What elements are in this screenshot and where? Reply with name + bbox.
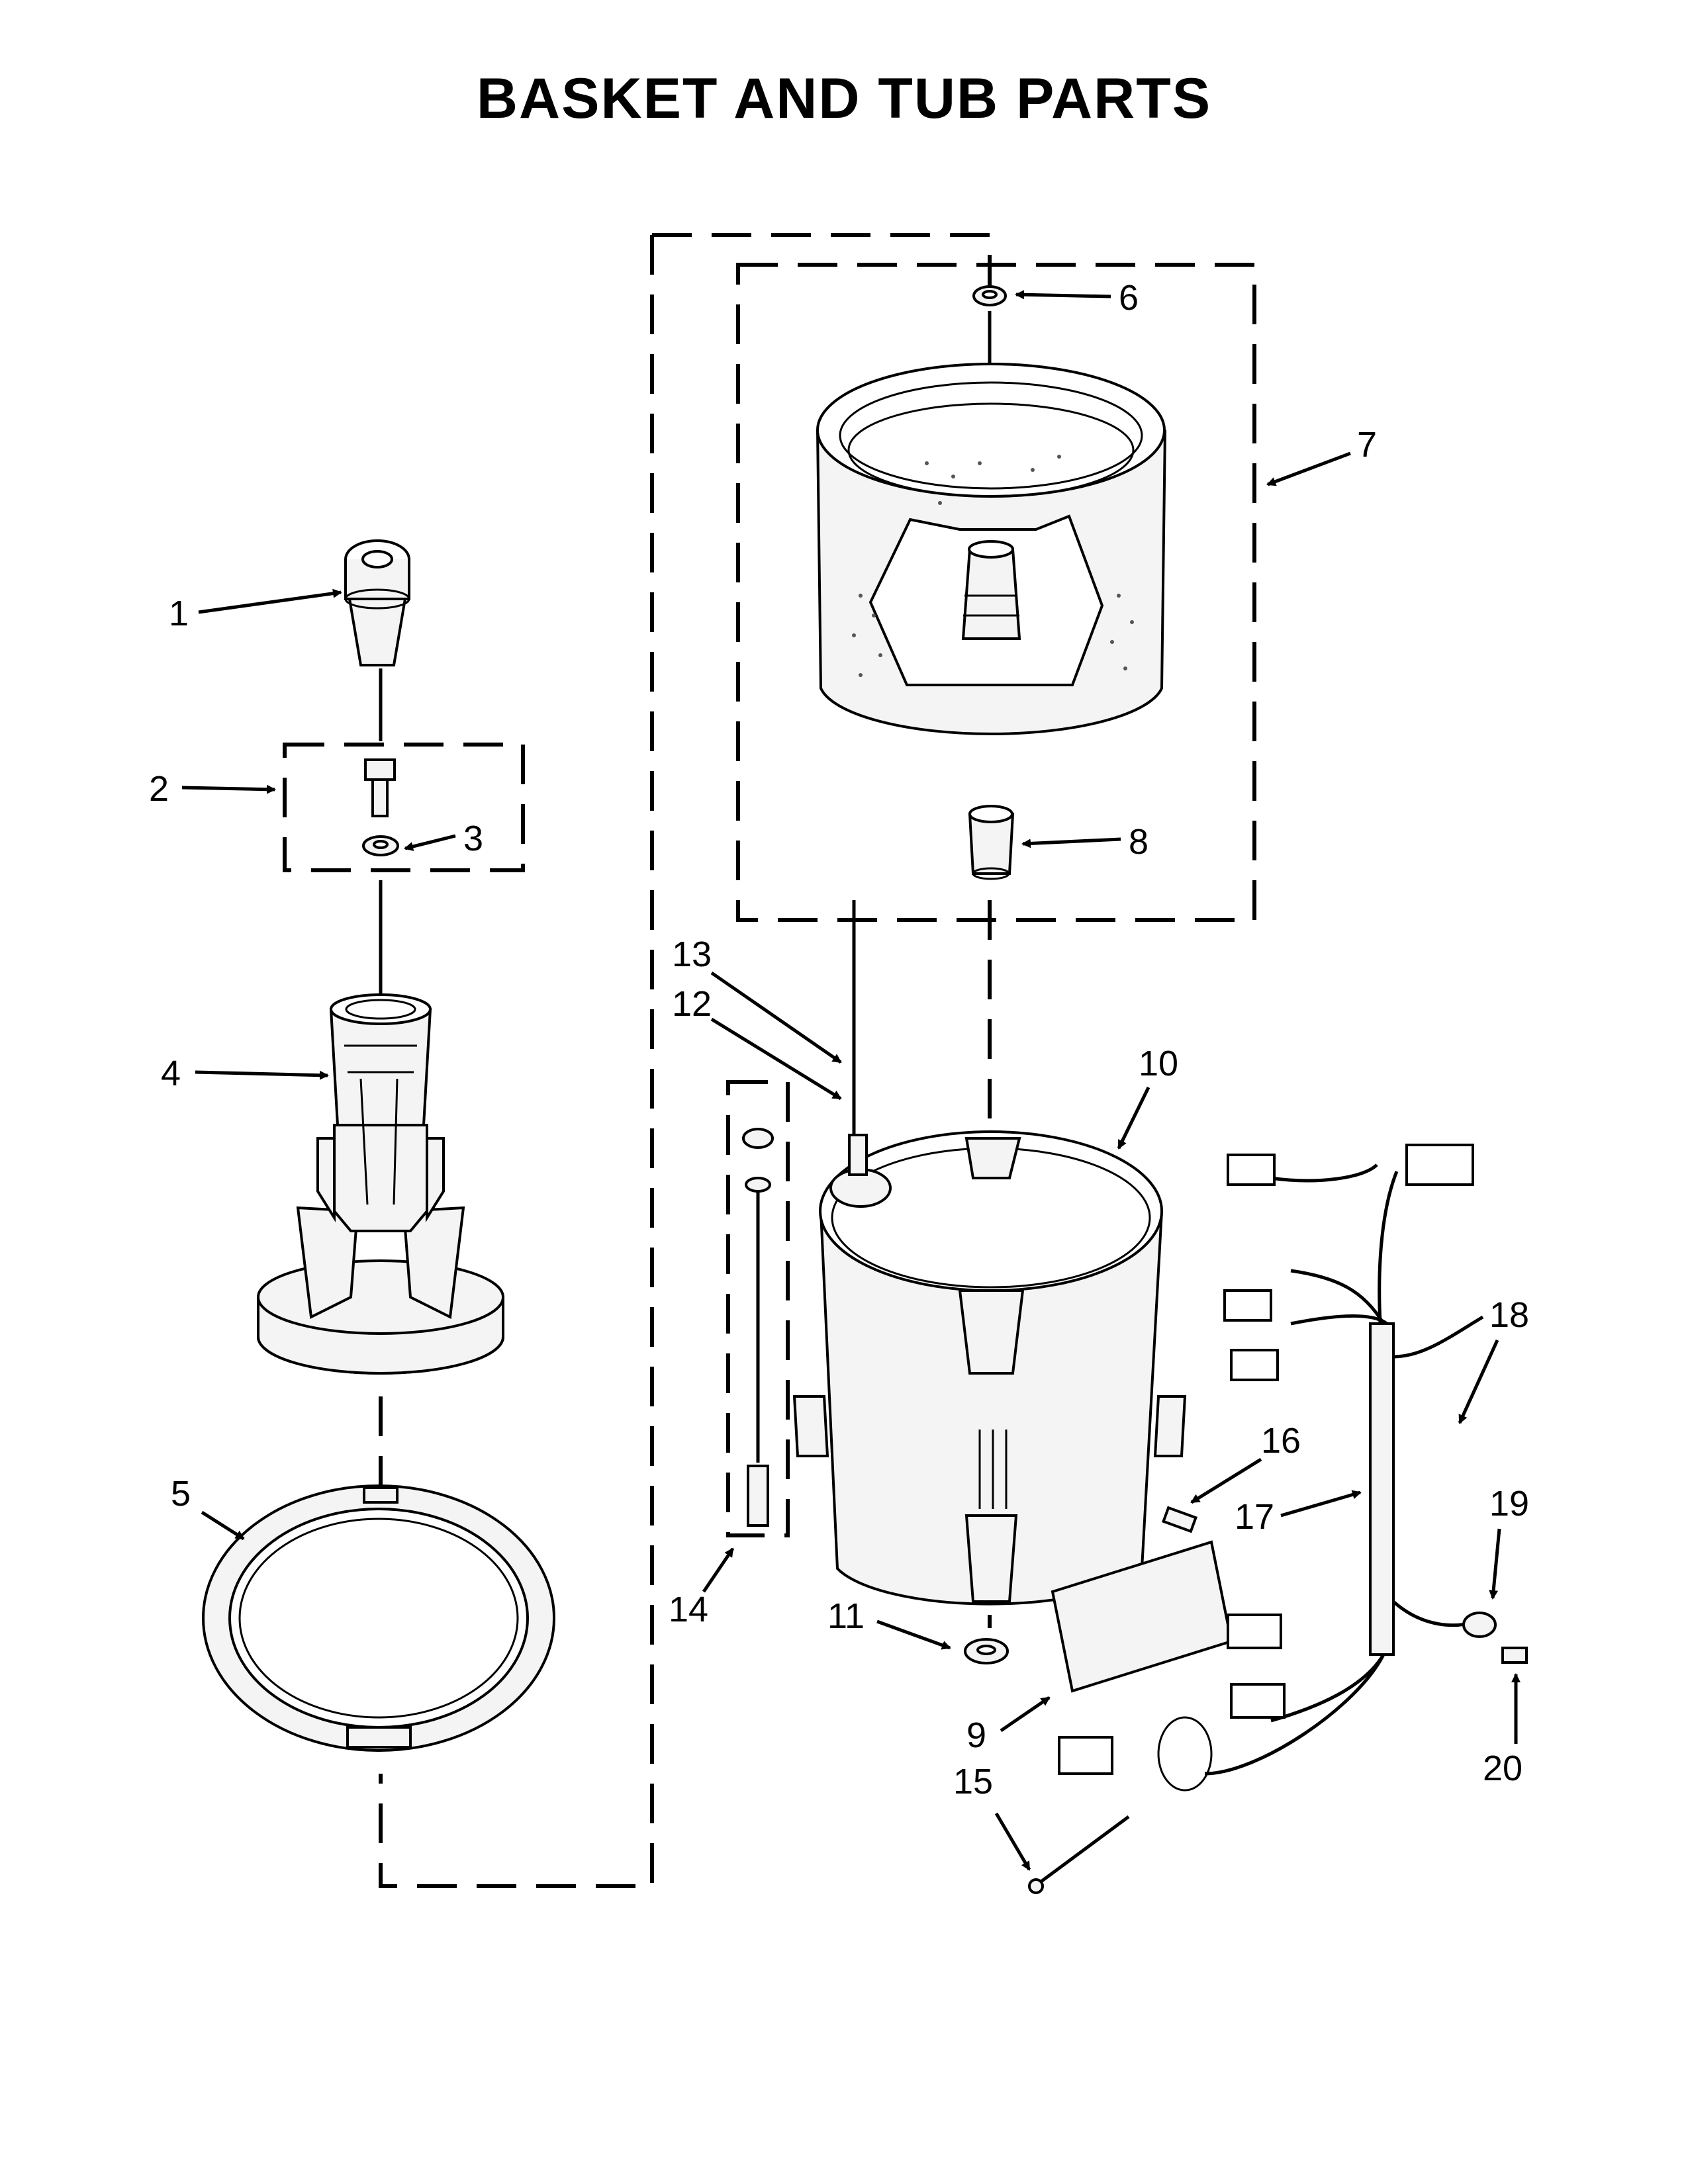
part-7-basket [816, 363, 1166, 735]
part-10-outer-tub [792, 1130, 1187, 1606]
part-2-bolt-kit [362, 758, 399, 856]
callout-6: 6 [1119, 278, 1139, 318]
callout-20: 20 [1483, 1749, 1523, 1788]
callout-19: 19 [1489, 1484, 1529, 1524]
callout-5: 5 [171, 1474, 191, 1514]
callout-12: 12 [672, 984, 712, 1024]
callout-4: 4 [161, 1054, 181, 1093]
callout-9: 9 [966, 1715, 986, 1755]
callout-13: 13 [672, 934, 712, 974]
callout-10: 10 [1139, 1044, 1178, 1083]
part-15-sensor [1028, 1815, 1130, 1894]
callout-16: 16 [1261, 1421, 1301, 1461]
callout-11: 11 [827, 1596, 865, 1636]
callout-labels: 1 2 3 4 5 6 7 8 9 10 11 12 13 14 15 16 1… [149, 278, 1529, 1801]
callout-3: 3 [463, 819, 483, 858]
part-8-basket-hub [968, 805, 1015, 880]
callout-1: 1 [169, 594, 189, 633]
part-4-agitator [257, 993, 504, 1375]
part-11-tub-seal [964, 1638, 1009, 1664]
part-5-balance-ring [202, 1484, 555, 1752]
callout-18: 18 [1489, 1295, 1529, 1335]
part-12-13-plate-screw [829, 1134, 892, 1208]
callout-15: 15 [953, 1762, 993, 1801]
part-19-20-clip-screw [1462, 1612, 1528, 1664]
callout-7: 7 [1357, 425, 1377, 465]
part-14-suspension-rod [742, 1128, 774, 1527]
part-17-18-wire-harness [1058, 1144, 1484, 1792]
part-6-nut [972, 285, 1007, 306]
callout-17: 17 [1235, 1497, 1274, 1537]
diagram-title: BASKET AND TUB PARTS [476, 67, 1212, 130]
part-16-screw [1162, 1506, 1197, 1533]
callout-2: 2 [149, 769, 169, 809]
leader-arrows [181, 290, 1521, 1871]
callout-14: 14 [669, 1590, 708, 1629]
part-1-agitator-cap [344, 539, 410, 666]
callout-8: 8 [1129, 822, 1149, 862]
